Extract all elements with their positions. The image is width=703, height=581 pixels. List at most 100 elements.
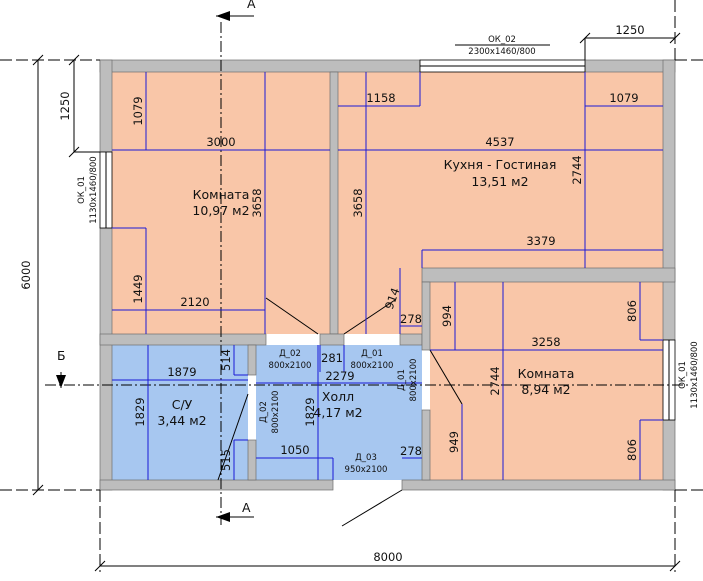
- tick-8000-left: [94, 560, 106, 572]
- dim-278-top: 278: [400, 312, 422, 326]
- room-fill-kitchen-lower: [338, 268, 422, 334]
- dim-3379: 3379: [526, 234, 555, 248]
- dim-2744-b: 2744: [488, 366, 502, 395]
- room2-area: 8,94 м2: [521, 382, 570, 397]
- room-fill-kitchen: [338, 72, 663, 268]
- section-label-b: Б: [57, 348, 66, 363]
- bath-area: 3,44 м2: [157, 413, 206, 428]
- dim-2744-a: 2744: [570, 155, 584, 184]
- dimension-labels: 3000 1079 3658 1449 2120 1158 4537 1079 …: [131, 91, 639, 471]
- wall-bottom-right: [401, 479, 676, 491]
- dim-278-bottom: 278: [400, 444, 422, 458]
- room-labels: Комната 10,97 м2 Кухня - Гостиная 13,51 …: [157, 157, 574, 428]
- kitchen-area: 13,51 м2: [471, 174, 528, 189]
- dim-4537: 4537: [485, 135, 514, 149]
- wall-mid-left: [99, 333, 267, 346]
- wall-left-upper: [99, 59, 113, 153]
- tick-1250-left-a: [68, 54, 80, 66]
- ok01-left-size: 1130х1460/800: [89, 156, 99, 223]
- dim-1079-a: 1079: [131, 96, 145, 125]
- ok01-left-name: ОК_01: [77, 176, 87, 204]
- dim-3258: 3258: [531, 335, 560, 349]
- d01-side-size: 800х2100: [409, 359, 419, 402]
- section-label-a-bottom: A: [242, 500, 251, 515]
- window-openings: [99, 59, 676, 421]
- interior-dimensions: [112, 72, 663, 480]
- door-swing-room1: [265, 297, 319, 335]
- d01-top-name: Д_01: [361, 349, 383, 359]
- ok02-name: ОК_02: [488, 35, 516, 45]
- room-fill-room2: [430, 282, 663, 480]
- section-arrow-a-bottom-head: [216, 512, 230, 522]
- d02-side-name: Д_02: [259, 401, 269, 423]
- wall-room1-kitchen: [329, 71, 339, 335]
- d02-top-size: 800х2100: [269, 361, 312, 371]
- tick-8000-right: [669, 560, 681, 572]
- dim-1158: 1158: [366, 91, 395, 105]
- d02-side-size: 800х2100: [271, 391, 281, 434]
- room1-name: Комната: [193, 187, 250, 202]
- dim-6000: 6000: [19, 260, 33, 289]
- wall-room2-left-lower: [421, 409, 431, 481]
- wall-bath-hall-lower: [247, 439, 257, 481]
- dim-949: 949: [447, 431, 461, 453]
- wall-right-upper: [662, 59, 676, 341]
- kitchen-name: Кухня - Гостиная: [444, 157, 557, 172]
- d03-size: 950х2100: [345, 465, 388, 475]
- ok01-right-size: 1130х1460/800: [690, 341, 700, 408]
- dim-1449: 1449: [131, 274, 145, 303]
- dim-806-top: 806: [625, 300, 639, 322]
- door-swings: [217, 297, 463, 527]
- dim-3658-a: 3658: [250, 188, 264, 217]
- d01-top-size: 800х2100: [351, 361, 394, 371]
- door-swing-kitchen: [343, 299, 396, 335]
- wall-top-right: [584, 59, 676, 73]
- door-swing-bath: [217, 393, 249, 481]
- dim-3658-b: 3658: [351, 188, 365, 217]
- wall-room2-left-upper: [421, 281, 431, 351]
- door-swing-entrance: [341, 489, 403, 527]
- dim-994: 994: [440, 305, 454, 327]
- room2-name: Комната: [518, 366, 575, 381]
- section-label-a-top: A: [247, 0, 256, 11]
- wall-mid-center: [319, 333, 345, 346]
- wall-bath-hall-upper: [247, 344, 257, 376]
- dim-1079-b: 1079: [609, 91, 638, 105]
- dim-806-bottom: 806: [625, 439, 639, 461]
- dim-514: 514: [219, 349, 233, 371]
- room-fills: [112, 72, 663, 480]
- wall-mid-right: [399, 333, 423, 346]
- section-lines: A A Б: [45, 0, 690, 525]
- dim-1829-b: 1829: [303, 397, 317, 426]
- opening-labels: ОК_02 2300х1460/800 ОК_01 1130х1460/800 …: [77, 35, 700, 475]
- wall-kitchen-room2: [421, 267, 676, 283]
- wall-left-lower: [99, 227, 113, 491]
- dim-1050: 1050: [280, 443, 309, 457]
- wall-bottom-left: [99, 479, 334, 491]
- door-swing-room2: [429, 349, 463, 405]
- wall-right-lower: [662, 419, 676, 491]
- dim-2120: 2120: [180, 295, 209, 309]
- bath-name: С/У: [172, 397, 193, 412]
- d01-side-name: Д_01: [397, 369, 407, 391]
- hall-area: 4,17 м2: [313, 405, 362, 420]
- dim-2279: 2279: [325, 369, 354, 383]
- section-arrow-b-head: [56, 375, 66, 388]
- ok01-right-name: ОК_01: [678, 361, 688, 389]
- tick-6000-bottom: [32, 484, 44, 496]
- hall-name: Холл: [322, 389, 354, 404]
- dim-3000: 3000: [206, 135, 235, 149]
- d03-name: Д_03: [355, 453, 377, 463]
- dim-8000: 8000: [373, 550, 402, 564]
- dim-1250-top: 1250: [615, 23, 644, 37]
- room1-area: 10,97 м2: [192, 203, 249, 218]
- dim-1829-a: 1829: [133, 397, 147, 426]
- dim-1879: 1879: [167, 365, 196, 379]
- dim-1250-left: 1250: [58, 91, 72, 120]
- dim-515: 515: [219, 449, 233, 471]
- dim-281: 281: [321, 351, 343, 365]
- section-arrow-a-top-head: [216, 11, 230, 21]
- wall-top-left: [99, 59, 421, 73]
